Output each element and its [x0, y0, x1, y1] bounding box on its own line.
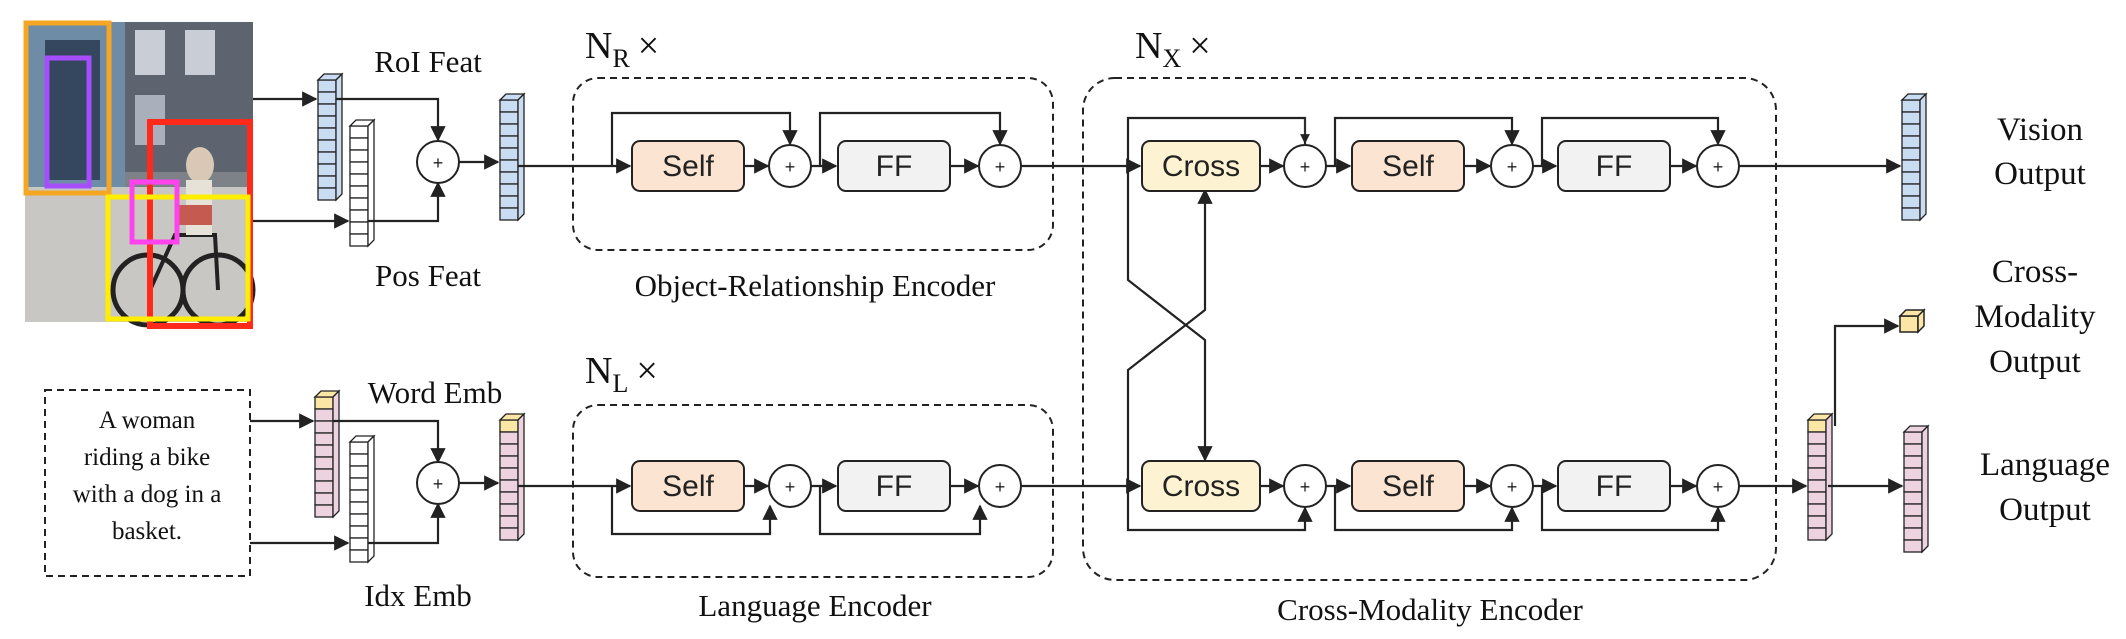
svg-text:+: + — [785, 477, 796, 497]
vision-merge-plus: + — [416, 140, 460, 184]
svg-text:+: + — [433, 153, 444, 173]
cross-output-label-line-1: Cross- — [1992, 254, 2078, 290]
language-self-label: Self — [662, 470, 714, 503]
vision-output-label-line-1: Vision — [1997, 112, 2083, 148]
language-output-label-line-1: Language — [1980, 447, 2110, 483]
language-cross-self-label: Self — [1382, 470, 1434, 503]
vision-ff-label: FF — [1596, 150, 1633, 183]
object-encoder-repeat: NR× — [585, 25, 659, 73]
language-ff-label: FF — [876, 470, 913, 503]
word-emb-stack — [313, 389, 341, 519]
svg-text:+: + — [995, 477, 1006, 497]
bbox-orange — [23, 20, 112, 196]
sentence-line-1: A woman — [99, 407, 196, 434]
svg-text:+: + — [1507, 477, 1518, 497]
cross-output-label-line-2: Modality — [1975, 299, 2096, 335]
svg-text:+: + — [1300, 157, 1311, 177]
language-cross-ff-residual-plus: + — [1696, 464, 1740, 508]
language-merge-plus: + — [416, 461, 460, 505]
vision-self-label: Self — [1382, 150, 1434, 183]
language-cross-label: Cross — [1162, 470, 1240, 503]
language-final-stack — [1806, 412, 1834, 542]
vision-output-label-line-2: Output — [1994, 156, 2086, 192]
language-input-feature-stack — [498, 412, 526, 542]
vision-cross-label: Cross — [1162, 150, 1240, 183]
language-self-residual-plus: + — [768, 464, 812, 508]
pos-feature-stack — [348, 118, 376, 248]
svg-text:+: + — [1713, 157, 1724, 177]
input-photo — [25, 22, 256, 328]
vision-cross-residual-plus: + — [1283, 144, 1327, 188]
sentence-line-2: riding a bike — [84, 444, 210, 471]
svg-text:+: + — [995, 157, 1006, 177]
vision-ff-residual-plus: + — [1696, 144, 1740, 188]
pos-feat-label: Pos Feat — [375, 258, 481, 293]
object-encoder-title: Object-Relationship Encoder — [635, 268, 996, 303]
language-ff-residual-plus: + — [978, 464, 1022, 508]
language-output-stack — [1902, 424, 1930, 554]
object-encoder-boundary — [572, 77, 1054, 251]
language-encoder-repeat: NL× — [585, 350, 658, 398]
idx-emb-stack — [348, 434, 376, 564]
cross-output-label-line-3: Output — [1989, 344, 2081, 380]
cross-encoder-repeat: NX× — [1135, 25, 1211, 73]
word-emb-label: Word Emb — [368, 375, 502, 410]
object-self-residual-plus: + — [768, 144, 812, 188]
cross-encoder-title: Cross-Modality Encoder — [1277, 592, 1583, 627]
object-ff-label: FF — [876, 150, 913, 183]
svg-text:+: + — [1300, 477, 1311, 497]
language-output-label-line-2: Output — [1999, 492, 2091, 528]
vision-input-feature-stack — [498, 92, 526, 222]
svg-text:+: + — [785, 157, 796, 177]
cross-encoder-boundary — [1082, 77, 1777, 581]
vision-output-stack — [1900, 92, 1928, 222]
svg-text:+: + — [433, 474, 444, 494]
bbox-magenta — [129, 179, 180, 245]
language-cross-self-residual-plus: + — [1490, 464, 1534, 508]
language-encoder-boundary — [572, 404, 1054, 578]
idx-emb-label: Idx Emb — [364, 578, 472, 613]
object-self-label: Self — [662, 150, 714, 183]
sentence-line-3: with a dog in a — [73, 481, 222, 508]
bbox-purple — [44, 55, 92, 189]
svg-text:+: + — [1713, 477, 1724, 497]
roi-feat-label: RoI Feat — [374, 44, 482, 79]
input-sentence-box: A woman riding a bike with a dog in a ba… — [44, 389, 251, 577]
language-cross-ff-label: FF — [1596, 470, 1633, 503]
vision-self-residual-plus: + — [1490, 144, 1534, 188]
object-ff-residual-plus: + — [978, 144, 1022, 188]
language-cross-residual-plus: + — [1283, 464, 1327, 508]
cross-modality-output-cube — [1898, 308, 1926, 334]
roi-feature-stack — [316, 72, 344, 202]
svg-text:+: + — [1507, 157, 1518, 177]
sentence-line-4: basket. — [112, 518, 182, 545]
language-encoder-title: Language Encoder — [698, 588, 932, 623]
